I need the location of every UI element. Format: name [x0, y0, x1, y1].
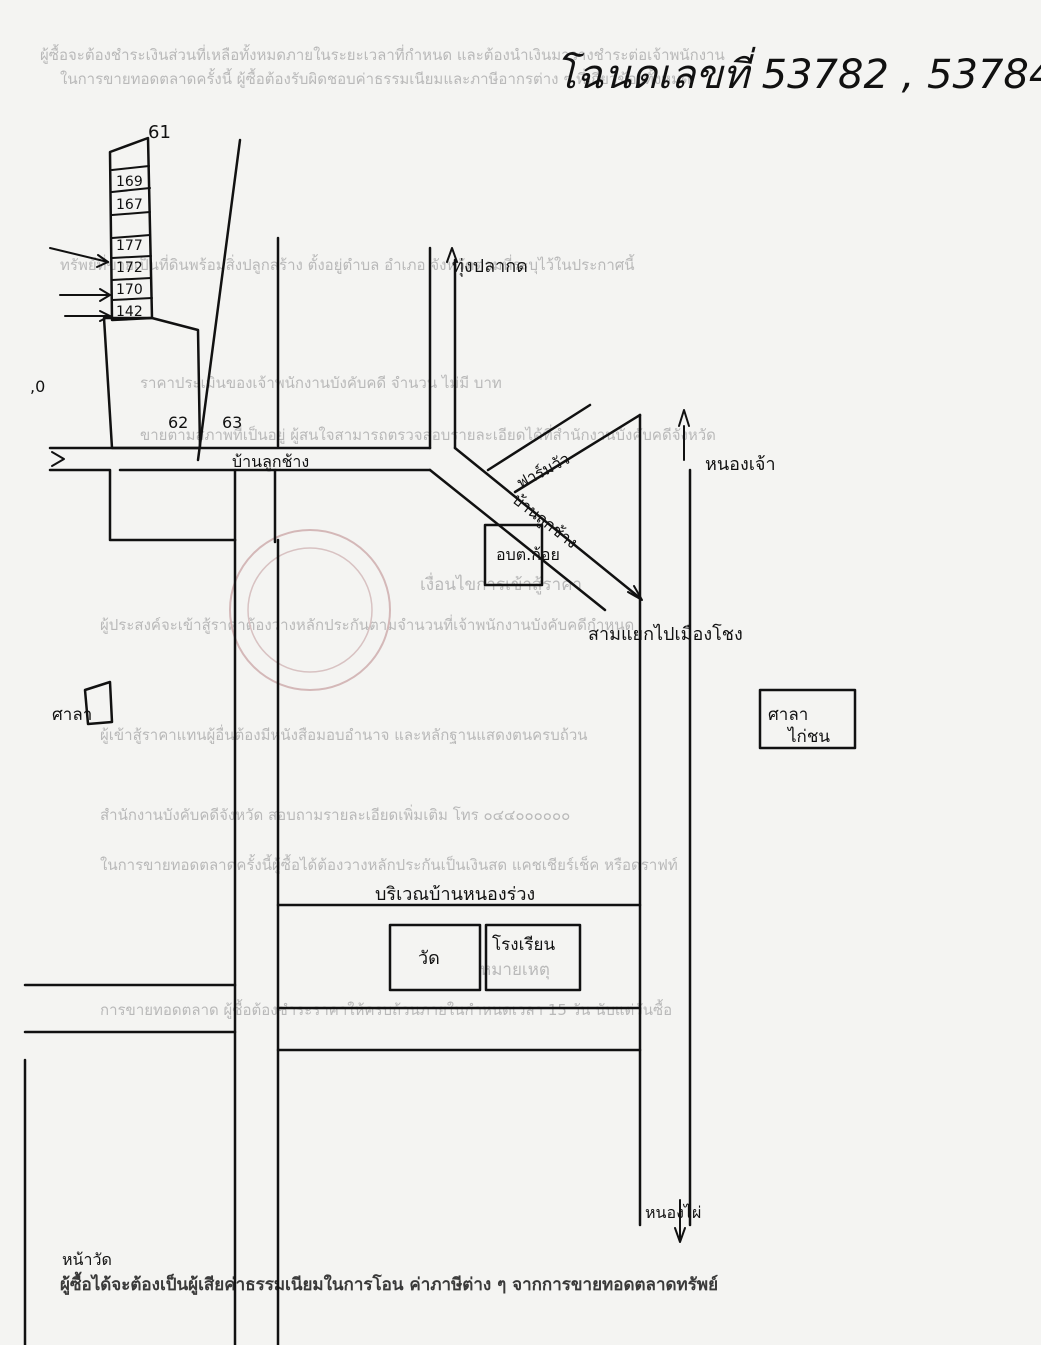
plot-label-63: 63: [222, 413, 242, 432]
faint-stamp-inner: [247, 547, 373, 673]
bg-line: ผู้ประสงค์จะเข้าสู้ราคาต้องวางหลักประกัน…: [100, 614, 634, 634]
bg-line: ผู้ซื้อจะต้องชำระเงินส่วนที่เหลือทั้งหมด…: [40, 44, 725, 64]
temple-building: [388, 923, 482, 992]
police-label: อบต.ก้อย: [496, 545, 560, 564]
road-label-nong-chao: หนองเจ้า: [705, 454, 776, 475]
background-print: ผู้ซื้อจะต้องชำระเงินส่วนที่เหลือทั้งหมด…: [40, 44, 725, 1296]
road-label-long: สามแยกไปเมืองโชง: [588, 623, 743, 645]
building-arrows: [49, 247, 111, 322]
road-label-ban-luk-chang: บ้านลูกช้าง: [232, 452, 309, 472]
right-building: [758, 688, 857, 750]
bg-line: ทรัพย์ที่ขายเป็นที่ดินพร้อมสิ่งปลูกสร้าง…: [60, 254, 635, 275]
police-building: [483, 523, 544, 587]
temple-label: วัด: [418, 948, 440, 969]
bg-line: ผู้เข้าสู้ราคาแทนผู้อื่นต้องมีหนังสือมอบ…: [100, 724, 588, 744]
bg-line: หมายเหตุ: [480, 960, 550, 980]
bottom-left-label: หน้าวัด: [62, 1250, 112, 1269]
right-building-label-2: ไก่ชน: [786, 726, 830, 747]
building-number: 142: [116, 304, 143, 320]
road-label-farm: ฟาร์มวัว: [513, 449, 573, 493]
school-label: โรงเรียน: [492, 934, 555, 955]
right-road: [638, 409, 692, 1243]
building-number: 177: [116, 238, 143, 254]
diagonal-road: [428, 403, 643, 612]
right-building-label-1: ศาลา: [768, 705, 808, 725]
bg-line: ในการขายทอดตลาดครั้งนี้ ผู้ซื้อต้องรับผิ…: [60, 68, 691, 88]
bg-line: ในการขายทอดตลาดครั้งนี้ผู้ซื้อได้ต้องวาง…: [100, 854, 678, 874]
road-label-bottom-direction: หนองไผ่: [645, 1203, 701, 1222]
building-number: 172: [116, 260, 143, 276]
bg-line: ผู้ซื้อได้จะต้องเป็นผู้เสียค่าธรรมเนียมใ…: [60, 1271, 718, 1296]
plot-62-outline: [102, 316, 202, 450]
faint-stamp: [229, 529, 391, 691]
building-number: 170: [116, 282, 143, 298]
bg-line: ขายตามสภาพที่เป็นอยู่ ผู้สนใจสามารถตรวจส…: [140, 424, 716, 444]
left-coordinate: ,0: [30, 377, 45, 396]
bg-line: เงื่อนไขการเข้าสู้ราคา: [420, 572, 582, 595]
building-number: 167: [116, 197, 143, 213]
road-label-ban-luk-chang-diag: บ้านลูกช้าง: [508, 490, 581, 553]
bg-line: สำนักงานบังคับคดีจังหวัด สอบถามรายละเอีย…: [100, 804, 570, 824]
diagonal-boundary: [196, 138, 242, 462]
road-label-to-pla-kot: ทุ่งปลากด: [452, 256, 528, 277]
arrow-up: [446, 247, 458, 263]
bg-line: ราคาประเมินของเจ้าพนักงานบังคับคดี จำนวน…: [140, 374, 502, 392]
left-place-label: ศาลา: [52, 705, 92, 725]
bottom-road: [23, 903, 642, 1345]
plot-label-62: 62: [168, 413, 188, 432]
main-road: [48, 446, 432, 544]
deed-title: โฉนดเลขที่ 53782 , 53784: [555, 46, 1041, 98]
building-column: 61 169 167 177 172 170 142: [108, 122, 171, 322]
left-road: [233, 538, 280, 1345]
plot-label-61: 61: [148, 122, 171, 143]
building-number: 169: [116, 174, 143, 190]
road-label-bottom: บริเวณบ้านหนองร่วง: [375, 884, 535, 905]
school-building: [484, 923, 582, 992]
left-place-marker: [83, 680, 114, 726]
